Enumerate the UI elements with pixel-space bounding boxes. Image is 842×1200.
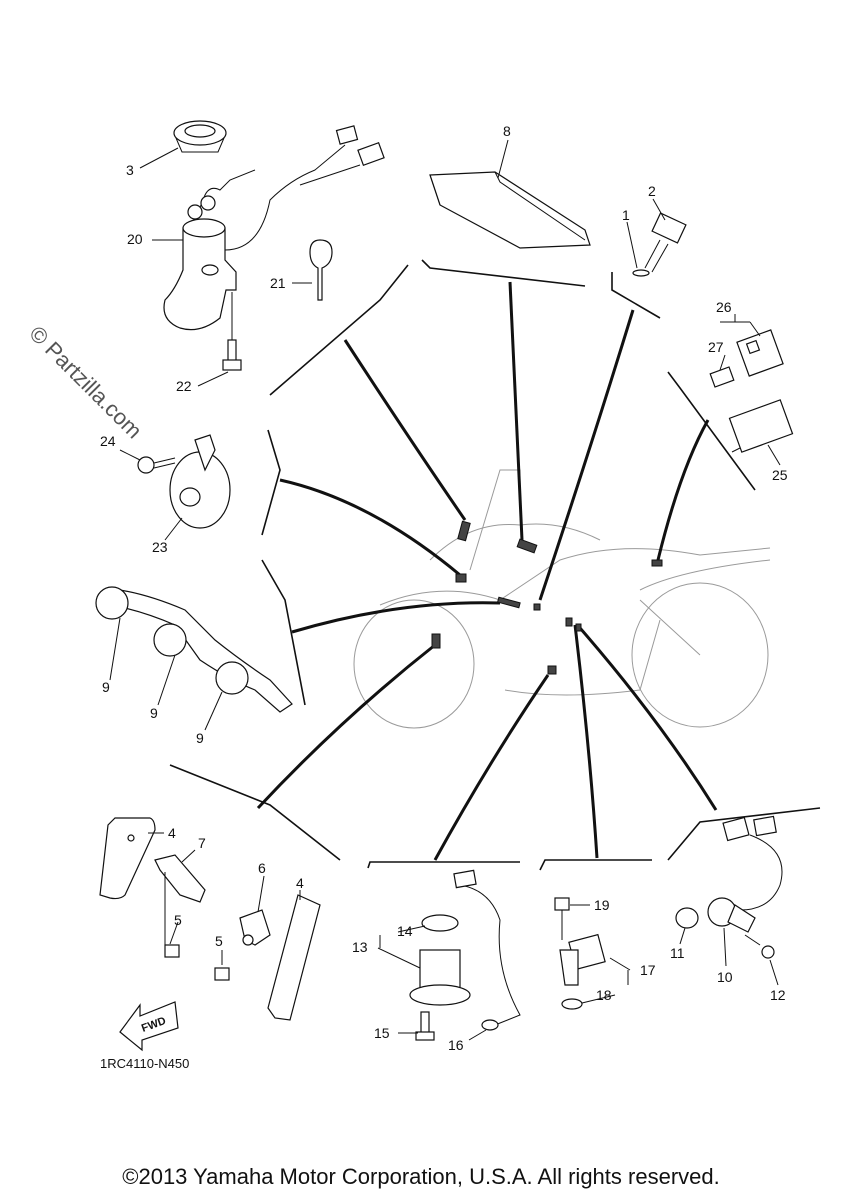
location-marks bbox=[431, 520, 663, 675]
callout-24: 24 bbox=[100, 433, 116, 449]
part-speed-sensor[interactable] bbox=[559, 933, 606, 986]
callout-3: 3 bbox=[126, 162, 134, 178]
group-brackets bbox=[169, 259, 821, 871]
part-nut-right[interactable] bbox=[214, 967, 230, 981]
part-bulb-socket-assembly[interactable] bbox=[95, 586, 293, 713]
callout-5b: 5 bbox=[215, 933, 223, 949]
callout-20: 20 bbox=[127, 231, 143, 247]
callout-13: 13 bbox=[352, 939, 368, 955]
motorcycle-outline bbox=[353, 469, 771, 729]
part-screw-12[interactable] bbox=[744, 934, 775, 959]
callout-16: 16 bbox=[448, 1037, 464, 1053]
part-gasket-1[interactable] bbox=[632, 269, 650, 277]
watermark: © Partzilla.com bbox=[24, 321, 147, 444]
callout-27: 27 bbox=[708, 339, 724, 355]
part-bracket-7[interactable] bbox=[154, 854, 206, 945]
part-reflector-right[interactable] bbox=[267, 894, 321, 1021]
callout-25: 25 bbox=[772, 467, 788, 483]
part-horn[interactable] bbox=[169, 434, 231, 529]
forward-arrow: FWD bbox=[119, 1001, 179, 1052]
part-bracket-6[interactable] bbox=[239, 909, 271, 946]
callout-9b: 9 bbox=[150, 705, 158, 721]
callout-9c: 9 bbox=[196, 730, 204, 746]
callout-18: 18 bbox=[596, 987, 612, 1003]
part-ring-cap[interactable] bbox=[173, 120, 227, 153]
callout-11: 11 bbox=[670, 945, 685, 961]
part-o-ring-11[interactable] bbox=[675, 907, 699, 929]
callout-9a: 9 bbox=[102, 679, 110, 695]
callout-4a: 4 bbox=[168, 825, 176, 841]
part-fuel-sender[interactable] bbox=[409, 869, 521, 1031]
copyright-notice: ©2013 Yamaha Motor Corporation, U.S.A. A… bbox=[122, 1164, 720, 1189]
part-sensor-2[interactable] bbox=[644, 212, 687, 273]
callout-5a: 5 bbox=[174, 912, 182, 928]
part-nut-left[interactable] bbox=[164, 944, 180, 958]
part-cover-8[interactable] bbox=[429, 171, 591, 249]
callout-2: 2 bbox=[648, 183, 656, 199]
callout-15: 15 bbox=[374, 1025, 390, 1041]
callout-7: 7 bbox=[198, 835, 206, 851]
callout-23: 23 bbox=[152, 539, 168, 555]
diagram-code: 1RC4110-N450 bbox=[100, 1056, 189, 1071]
callout-12: 12 bbox=[770, 987, 786, 1003]
part-connector-27[interactable] bbox=[709, 366, 735, 388]
part-screw-22[interactable] bbox=[222, 339, 242, 371]
part-reflector-left[interactable] bbox=[99, 817, 156, 900]
callout-22: 22 bbox=[176, 378, 192, 394]
part-o-ring-18[interactable] bbox=[561, 998, 583, 1010]
callout-10: 10 bbox=[717, 969, 733, 985]
callout-14: 14 bbox=[397, 923, 413, 939]
callout-4b: 4 bbox=[296, 875, 304, 891]
part-screw-15[interactable] bbox=[415, 1011, 435, 1041]
callout-labels: 3 20 21 22 8 2 1 26 27 25 24 23 9 9 9 4 … bbox=[100, 123, 788, 1053]
callout-8: 8 bbox=[503, 123, 511, 139]
part-bolt-19[interactable] bbox=[554, 897, 570, 940]
callout-6: 6 bbox=[258, 860, 266, 876]
callout-17: 17 bbox=[640, 962, 656, 978]
callout-leaders bbox=[109, 139, 781, 1041]
leader-lines bbox=[256, 281, 718, 861]
part-key-blank[interactable] bbox=[309, 239, 333, 301]
part-relay-26[interactable] bbox=[736, 329, 784, 377]
part-relay-25[interactable] bbox=[728, 399, 794, 453]
part-bolt-24[interactable] bbox=[137, 456, 176, 474]
callout-1: 1 bbox=[622, 207, 630, 223]
callout-19: 19 bbox=[594, 897, 610, 913]
callout-21: 21 bbox=[270, 275, 286, 291]
callout-26: 26 bbox=[716, 299, 732, 315]
part-main-switch[interactable] bbox=[163, 125, 385, 340]
part-neutral-switch[interactable] bbox=[707, 815, 783, 933]
